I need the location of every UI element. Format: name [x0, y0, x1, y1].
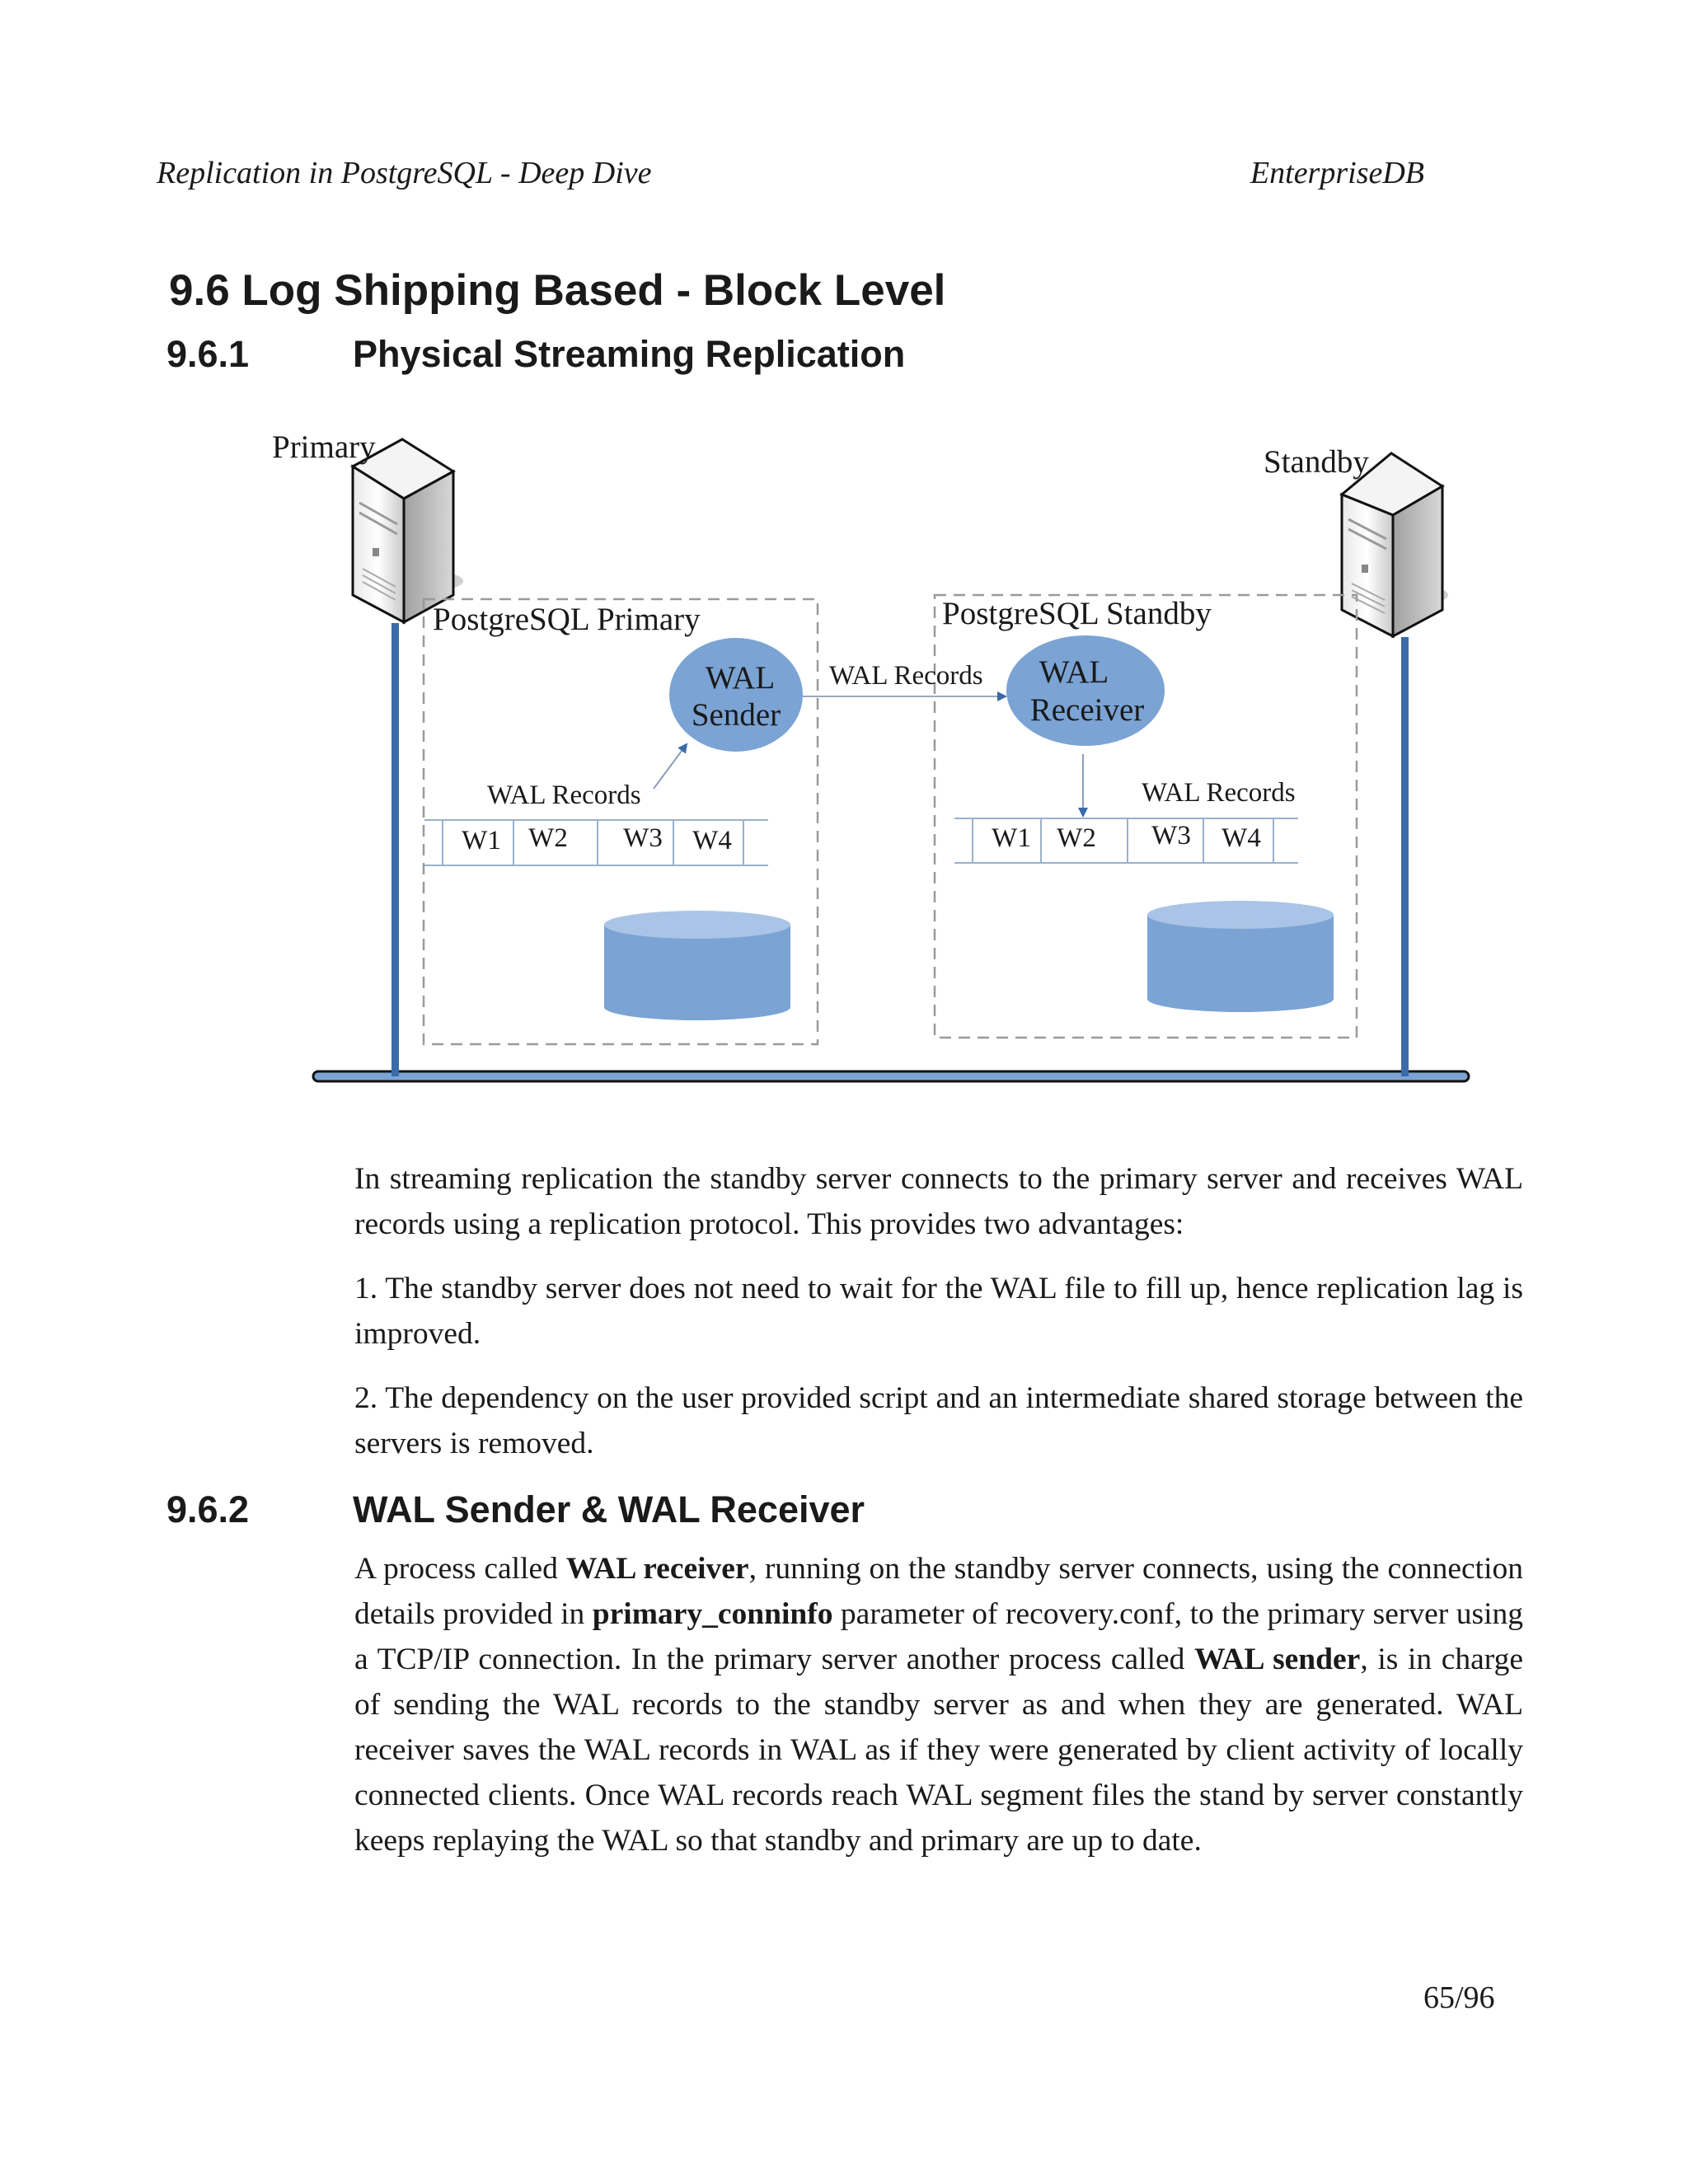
- subsection-heading-9-6-2: 9.6.2 WAL Sender & WAL Receiver: [166, 1488, 1403, 1538]
- paragraph-advantage-2: 2. The dependency on the user provided s…: [354, 1381, 1523, 1460]
- primary-box: [422, 598, 819, 1046]
- wal-receiver-label-line2: Receiver: [1030, 692, 1145, 728]
- standby-box: [933, 593, 1358, 1039]
- primary-box-title: PostgreSQL Primary: [433, 602, 701, 637]
- page-number: 65/96: [1423, 1980, 1495, 2015]
- standby-database-icon: [1147, 901, 1334, 1012]
- standby-wal-strip: [954, 818, 1298, 864]
- paragraph-wal-processes: A process called WAL receiver, running o…: [354, 1546, 1523, 1863]
- wal-receiver-label-line1: WAL: [1039, 654, 1109, 690]
- section-heading: 9.6 Log Shipping Based - Block Level: [169, 266, 946, 315]
- wal-cell: W1: [462, 826, 501, 855]
- wal-sender-label-line2: Sender: [692, 697, 781, 733]
- standby-label: Standby: [1264, 444, 1369, 480]
- text-run: A process called: [354, 1552, 566, 1586]
- wal-cell: W2: [1057, 823, 1096, 853]
- paragraph-intro: In streaming replication the standby ser…: [354, 1162, 1523, 1241]
- wal-records-middle-label: WAL Records: [829, 661, 983, 691]
- standby-server-icon: [1339, 452, 1448, 639]
- primary-wal-strip: [424, 819, 768, 866]
- network-bus: [312, 1070, 1470, 1083]
- wal-cell: W3: [623, 823, 663, 853]
- wal-records-left-label: WAL Records: [487, 780, 641, 810]
- wal-records-right-label: WAL Records: [1142, 778, 1296, 808]
- wal-sender-node: [669, 638, 803, 752]
- paragraph-advantage-1: 1. The standby server does not need to w…: [354, 1272, 1523, 1351]
- text-run: , is in charge of sending the WAL record…: [354, 1643, 1523, 1858]
- wal-cell: W1: [992, 823, 1031, 853]
- primary-server-icon: [350, 438, 463, 625]
- subsection-number: 9.6.2: [166, 1488, 250, 1530]
- term-wal-receiver: WAL receiver: [565, 1552, 749, 1586]
- wal-cell: W3: [1151, 821, 1191, 851]
- term-primary-conninfo: primary_conninfo: [592, 1597, 833, 1631]
- wal-cell: W4: [1221, 823, 1261, 853]
- standby-network-line: [1401, 637, 1409, 1076]
- primary-network-line: [392, 623, 399, 1076]
- text-run: parameter of recovery.conf, to the prima…: [354, 1597, 1524, 1676]
- subsection-title: WAL Sender & WAL Receiver: [353, 1488, 865, 1530]
- replication-diagram: Primary Standby PostgreSQL Primary Postg…: [272, 429, 1470, 1083]
- subsection-heading-9-6-1: 9.6.1 Physical Streaming Replication: [166, 333, 1403, 382]
- wal-cell: W4: [692, 826, 732, 855]
- primary-database-icon: [604, 911, 790, 1020]
- subsection-number: 9.6.1: [166, 333, 250, 375]
- text-run: , running on the standby server connects…: [354, 1552, 1523, 1631]
- standby-box-title: PostgreSQL Standby: [942, 596, 1212, 631]
- running-header-title: Replication in PostgreSQL - Deep Dive: [157, 156, 652, 190]
- subsection-title: Physical Streaming Replication: [353, 333, 906, 375]
- wal-cell: W2: [528, 823, 568, 853]
- primary-label: Primary: [272, 429, 376, 465]
- running-header-company: EnterpriseDB: [1250, 156, 1424, 190]
- wal-sender-label-line1: WAL: [706, 660, 775, 696]
- wal-receiver-node: [1006, 635, 1165, 746]
- term-wal-sender: WAL sender: [1194, 1643, 1361, 1676]
- records-to-sender-arrow: [653, 743, 688, 790]
